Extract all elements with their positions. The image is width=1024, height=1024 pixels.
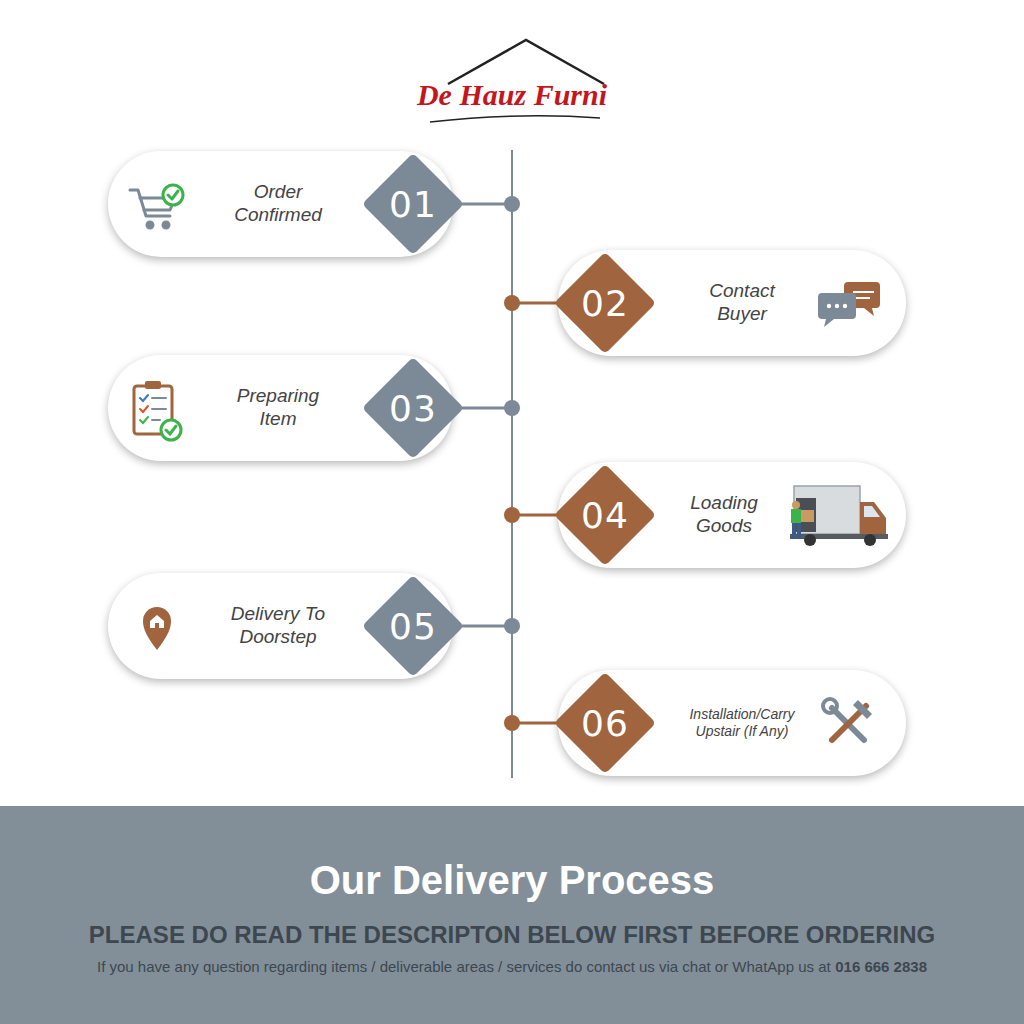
process-pill: Contact Buyer 02 — [558, 250, 906, 356]
step-number: 03 — [363, 358, 463, 458]
house-roof — [448, 40, 604, 84]
leader-lines — [455, 204, 565, 723]
step-label: Loading Goods — [669, 492, 779, 538]
step-number: 01 — [363, 154, 463, 254]
process-pill: Order Confirmed01 — [108, 151, 453, 257]
process-pill: Preparing Item03 — [108, 355, 453, 461]
step-label: Delivery To Doorstep — [208, 603, 348, 649]
title: Our Delivery Process — [0, 858, 1024, 903]
step-number-diamond: 04 — [555, 465, 655, 565]
process-pill: Loading Goods 04 — [558, 462, 906, 568]
logo-swoosh — [430, 116, 600, 122]
notice: PLEASE DO READ THE DESCRIPTON BELOW FIRS… — [0, 921, 1024, 949]
chat-icon — [818, 282, 880, 327]
contact-line: If you have any question regarding items… — [0, 958, 1024, 975]
step-number: 04 — [555, 465, 655, 565]
clipboard-icon — [134, 381, 181, 440]
process-pill: Delivery To Doorstep05 — [108, 573, 453, 679]
step-number-diamond: 05 — [363, 576, 463, 676]
step-number: 02 — [555, 253, 655, 353]
step-number-diamond: 01 — [363, 154, 463, 254]
step-number-diamond: 02 — [555, 253, 655, 353]
step-number: 05 — [363, 576, 463, 676]
timeline-axis — [511, 150, 513, 778]
phone-number: 016 666 2838 — [835, 958, 927, 975]
step-label: Contact Buyer — [687, 280, 797, 326]
truck-icon — [790, 486, 888, 546]
step-label: Order Confirmed — [213, 181, 343, 227]
footer-band: Our Delivery ProcessPLEASE DO READ THE D… — [0, 806, 1024, 1024]
process-pill: Installation/Carry Upstair (If Any) 06 — [558, 670, 906, 776]
timeline-dots — [504, 196, 520, 731]
location-pin-icon — [143, 607, 171, 650]
cart-icon — [130, 185, 183, 228]
contact-note: If you have any question regarding items… — [97, 958, 831, 975]
step-label: Preparing Item — [218, 385, 338, 431]
step-number-diamond: 06 — [555, 673, 655, 773]
tools-icon — [823, 699, 872, 740]
step-number: 06 — [555, 673, 655, 773]
brand-logo: De Hauz Furni — [312, 78, 712, 112]
step-number-diamond: 03 — [363, 358, 463, 458]
step-label: Installation/Carry Upstair (If Any) — [667, 706, 817, 740]
